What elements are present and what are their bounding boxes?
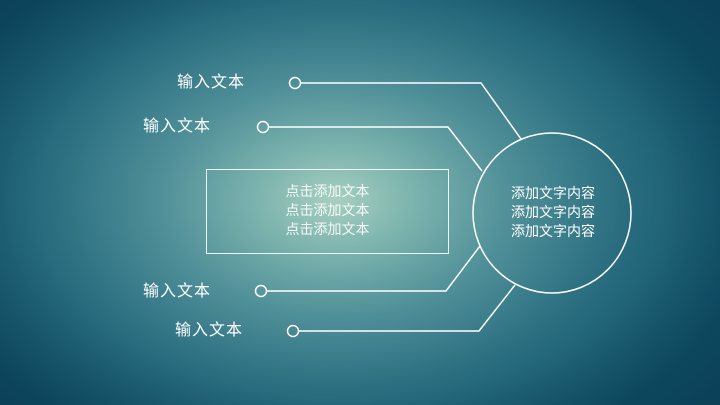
box-text-line-2: 点击添加文本: [285, 203, 370, 219]
node-dot-4: [286, 324, 300, 338]
circle-text-line-2: 添加文字内容: [511, 205, 595, 221]
connector-1: [300, 82, 522, 140]
circle-text-line-1: 添加文字内容: [511, 186, 595, 202]
connector-4: [298, 284, 516, 332]
center-text-box[interactable]: 点击添加文本 点击添加文本 点击添加文本: [206, 169, 449, 254]
input-label-1[interactable]: 输入文本: [177, 72, 246, 91]
circle-text-line-3: 添加文字内容: [511, 224, 595, 240]
box-text-line-1: 点击添加文本: [285, 184, 370, 200]
input-label-4[interactable]: 输入文本: [175, 320, 244, 339]
node-dot-3: [254, 284, 268, 298]
hub-circle-text[interactable]: 添加文字内容 添加文字内容 添加文字内容: [473, 185, 633, 242]
input-label-2[interactable]: 输入文本: [143, 116, 212, 135]
node-dot-2: [256, 120, 270, 134]
connector-3: [266, 245, 481, 292]
hub-circle[interactable]: [472, 132, 632, 294]
connector-2: [268, 126, 483, 172]
node-dot-1: [288, 76, 302, 90]
box-text-line-3: 点击添加文本: [285, 222, 370, 238]
input-label-3[interactable]: 输入文本: [143, 281, 212, 300]
